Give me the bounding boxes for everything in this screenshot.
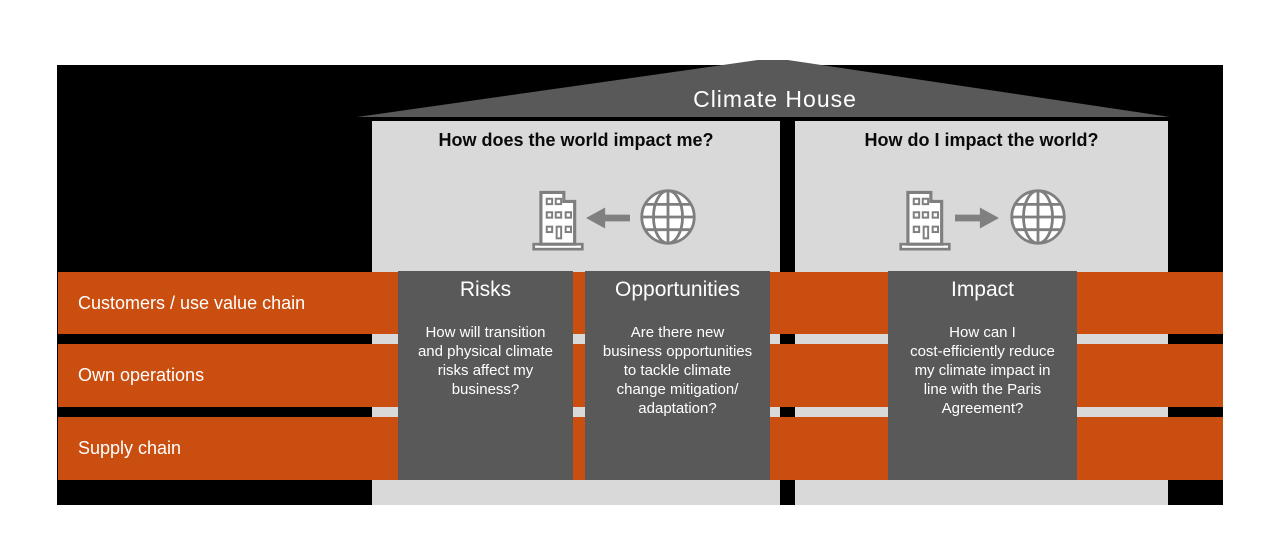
arrow-left-icon [586, 206, 630, 230]
impact-box-title: Impact [950, 278, 1015, 301]
opportunities-box-body: Are there new business opportunities to … [602, 324, 753, 417]
bar-label: Customers / use value chain [78, 292, 306, 313]
building-icon [898, 185, 952, 253]
risks-box-title: Risks [459, 278, 512, 301]
impact-box: Impact How can I cost-efficiently reduce… [888, 271, 1077, 480]
risks-box-body: How will transition and physical climate… [417, 324, 554, 398]
opportunities-box: Opportunities Are there new business opp… [585, 271, 770, 480]
bar-label: Supply chain [78, 438, 182, 458]
bar-label: Own operations [78, 365, 205, 385]
opportunities-box-title: Opportunities [615, 278, 740, 301]
column-left-header: How does the world impact me? [438, 130, 714, 150]
column-right-header: How do I impact the world? [864, 130, 1099, 150]
globe-icon [638, 187, 698, 247]
impact-box-body: How can I cost-efficiently reduce my cli… [910, 324, 1055, 417]
building-icon [531, 185, 585, 253]
arrow-right-icon [955, 206, 999, 230]
diagram-title: Climate House [693, 86, 857, 112]
globe-icon [1008, 187, 1068, 247]
risks-box: Risks How will transition and physical c… [398, 271, 573, 480]
